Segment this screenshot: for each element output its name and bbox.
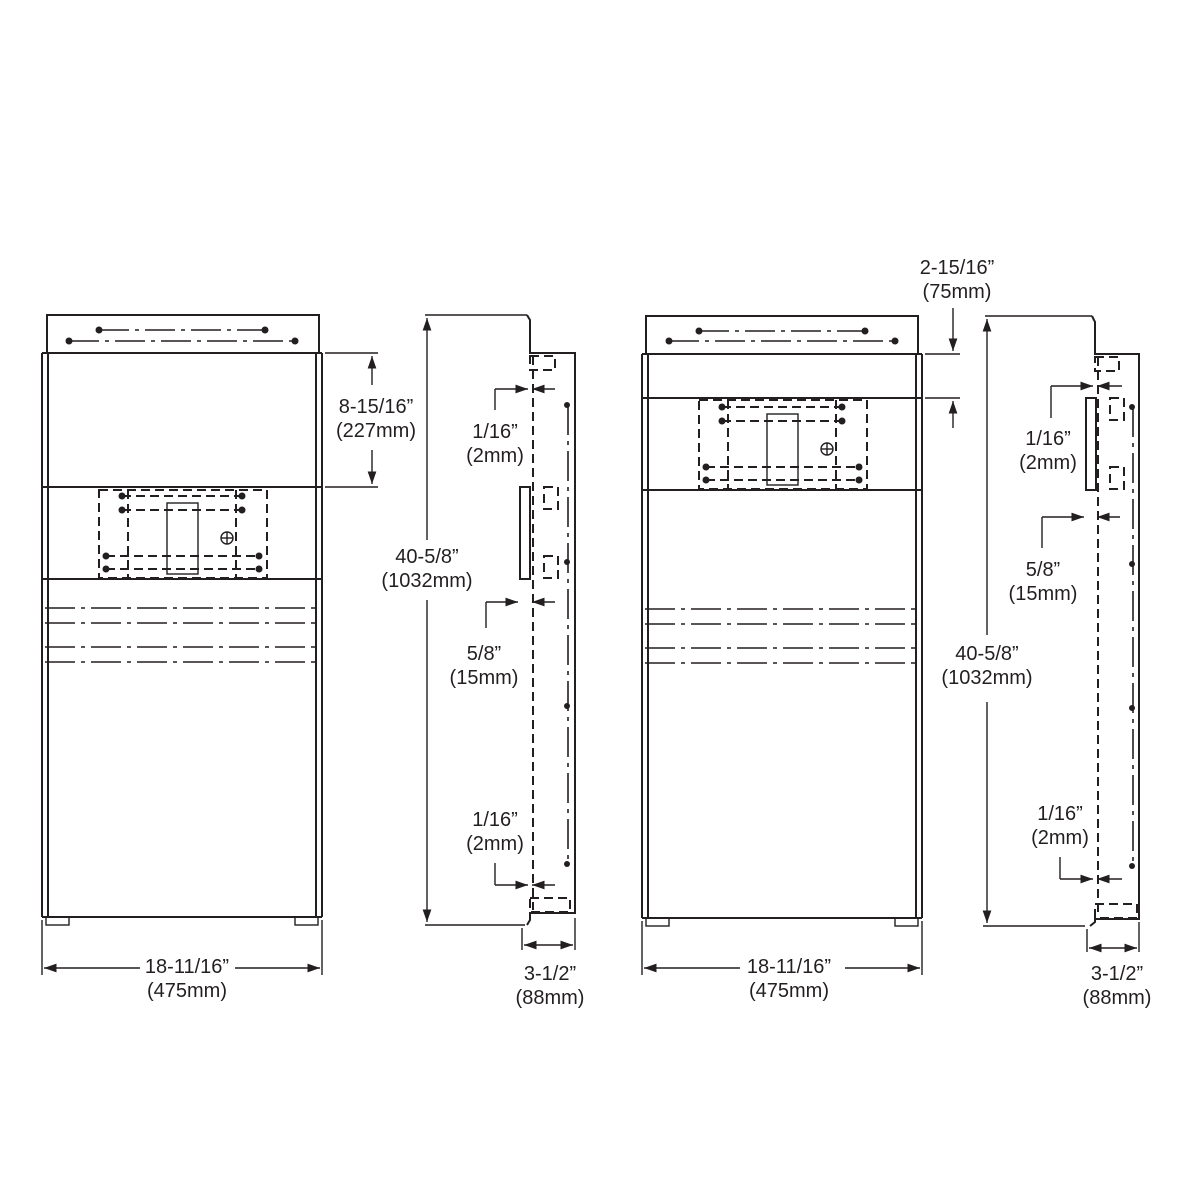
dim-label-v1-gap-top: 1/16” (2mm) <box>463 420 527 468</box>
dim-metric: (2mm) <box>466 833 524 855</box>
view-2-dimension-lines <box>641 308 1092 975</box>
dim-metric: (2mm) <box>1019 452 1077 474</box>
dim-metric: (227mm) <box>335 420 417 442</box>
dim-metric: (15mm) <box>449 667 519 689</box>
dim-label-v2-top-offset: 2-15/16” (75mm) <box>916 256 998 304</box>
dim-imperial: 2-15/16” <box>919 257 995 279</box>
dim-label-v2-depth: 3-1/2” (88mm) <box>1079 962 1155 1010</box>
dim-imperial: 1/16” <box>1025 428 1071 450</box>
dim-label-v2-gap-top: 1/16” (2mm) <box>1016 427 1080 475</box>
dim-label-v1-gap-bottom: 1/16” (2mm) <box>463 808 527 856</box>
dim-metric: (15mm) <box>1008 583 1078 605</box>
dim-imperial: 3-1/2” <box>523 963 577 985</box>
view-1-side-elevation <box>485 314 576 950</box>
view-2-front-elevation <box>641 315 923 927</box>
dim-metric: (75mm) <box>922 281 992 303</box>
dim-label-v2-recess: 5/8” (15mm) <box>1005 558 1081 606</box>
dim-label-v1-top-section: 8-15/16” (227mm) <box>332 395 420 443</box>
dim-imperial: 40-5/8” <box>395 546 459 568</box>
dim-metric: (1032mm) <box>381 570 473 592</box>
dim-label-v2-height: 40-5/8” (1032mm) <box>938 642 1036 690</box>
dim-metric: (2mm) <box>1031 827 1089 849</box>
dim-metric: (88mm) <box>515 987 585 1009</box>
dim-label-v1-recess: 5/8” (15mm) <box>446 642 522 690</box>
dim-label-v1-width: 18-11/16” (475mm) <box>141 955 233 1003</box>
dim-metric: (88mm) <box>1082 987 1152 1009</box>
dim-imperial: 1/16” <box>472 421 518 443</box>
dim-imperial: 8-15/16” <box>338 396 414 418</box>
dim-imperial: 5/8” <box>1025 559 1061 581</box>
dim-metric: (1032mm) <box>941 667 1033 689</box>
dim-imperial: 1/16” <box>1037 803 1083 825</box>
dim-label-v1-height: 40-5/8” (1032mm) <box>378 545 476 593</box>
dim-imperial: 18-11/16” <box>746 956 832 978</box>
view-2-side-elevation <box>1041 315 1140 953</box>
dim-metric: (475mm) <box>748 980 830 1002</box>
view-1-front-elevation <box>41 314 323 926</box>
dim-metric: (475mm) <box>146 980 228 1002</box>
dim-imperial: 5/8” <box>466 643 502 665</box>
view-1-dimension-lines <box>41 314 527 975</box>
dim-imperial: 18-11/16” <box>144 956 230 978</box>
dim-imperial: 3-1/2” <box>1090 963 1144 985</box>
dim-imperial: 1/16” <box>472 809 518 831</box>
dim-label-v2-width: 18-11/16” (475mm) <box>743 955 835 1003</box>
dim-label-v1-depth: 3-1/2” (88mm) <box>512 962 588 1010</box>
dim-metric: (2mm) <box>466 445 524 467</box>
dim-label-v2-gap-bottom: 1/16” (2mm) <box>1028 802 1092 850</box>
dim-imperial: 40-5/8” <box>955 643 1019 665</box>
